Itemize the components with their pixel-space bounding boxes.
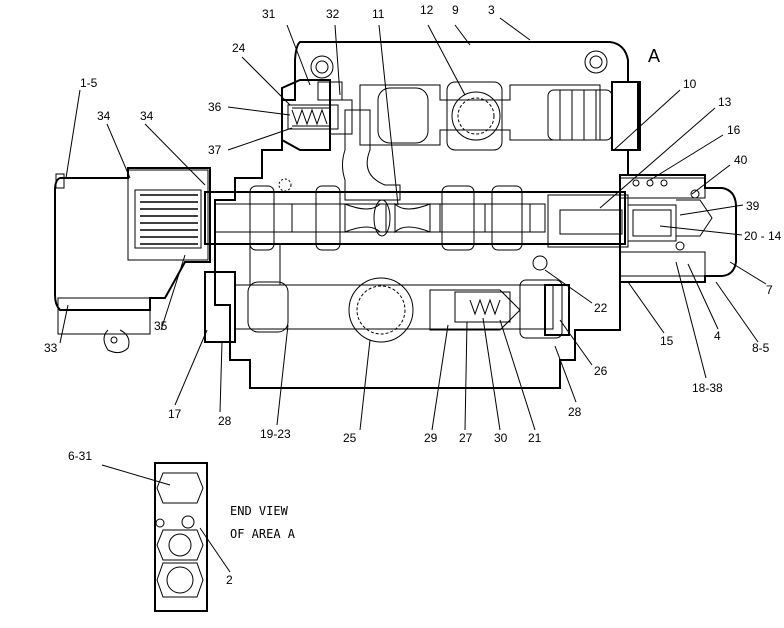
callout-34-left: 34 [97,109,111,123]
main-spool-bore [204,178,626,251]
callout-28-left: 28 [218,414,232,428]
callout-32: 32 [326,7,340,21]
callout-19-23: 19-23 [260,427,291,441]
callout-4: 4 [714,329,721,343]
right-spring-cap [547,174,737,283]
callout-28-right: 28 [568,405,582,419]
left-spring-housing [54,167,211,354]
leader-lines [59,17,767,573]
callout-24: 24 [232,41,246,55]
callout-31: 31 [262,7,276,21]
valve-body [214,41,641,389]
callout-40: 40 [734,153,748,167]
callout-20-14: 20 - 14 [744,229,782,243]
callout-33: 33 [44,341,58,355]
end-view-caption-line-1: END VIEW [230,504,289,518]
top-left-plug [281,79,353,151]
lower-passage [204,244,570,343]
callout-39: 39 [746,199,760,213]
end-view-area-a [154,462,208,612]
callout-labels: 1-5 31 32 11 12 9 3 24 36 37 34 34 10 13… [44,3,782,587]
callout-10: 10 [683,77,697,91]
callout-9: 9 [452,3,459,17]
callout-27: 27 [459,431,473,445]
callout-21: 21 [528,431,542,445]
callout-30: 30 [494,431,508,445]
callout-8-5: 8-5 [752,341,770,355]
callout-15: 15 [660,334,674,348]
end-view-caption-line-2: OF AREA A [230,527,296,541]
callout-18-38: 18-38 [692,381,723,395]
callout-13: 13 [718,95,732,109]
callout-1-5: 1-5 [80,76,98,90]
callout-7: 7 [766,283,773,297]
callout-35: 35 [154,319,168,333]
central-passage [342,109,401,201]
callout-26: 26 [594,364,608,378]
callout-2: 2 [226,573,233,587]
upper-port-passage [359,81,639,151]
callout-16: 16 [727,123,741,137]
callout-29: 29 [424,431,438,445]
callout-11: 11 [372,7,385,21]
callout-22: 22 [594,301,608,315]
callout-12: 12 [420,3,434,17]
callout-6-31: 6-31 [68,449,92,463]
callout-25: 25 [343,431,357,445]
callout-36: 36 [208,100,222,114]
area-a-mark: A [648,46,660,66]
callout-37: 37 [208,143,222,157]
callout-34-right: 34 [140,109,154,123]
callout-17: 17 [168,407,182,421]
callout-3: 3 [488,3,495,17]
